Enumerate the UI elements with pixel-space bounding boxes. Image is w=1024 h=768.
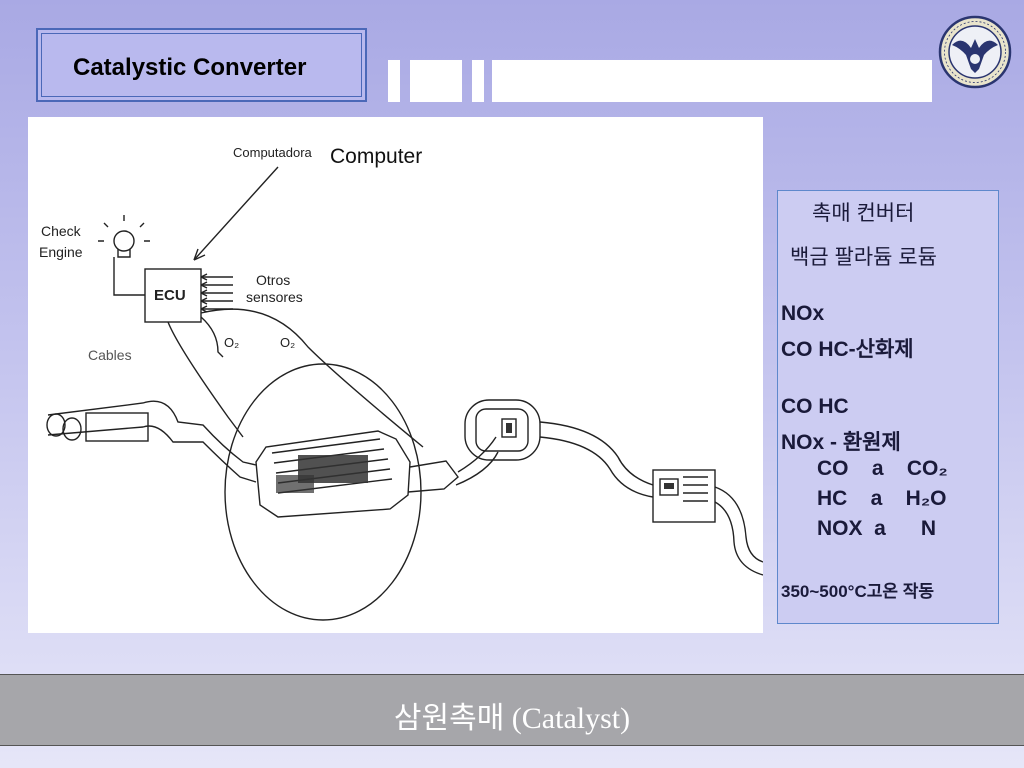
deco-bar-2: [410, 60, 462, 102]
catalytic-converter-diagram: Computadora Computer Check Engine ECU Ot…: [28, 117, 763, 633]
panel-line-co-hc: CO HC: [781, 395, 849, 418]
university-seal-icon: [938, 15, 1012, 89]
panel-line-temperature: 350~500°C고온 작동: [781, 582, 935, 601]
deco-bar-4: [492, 60, 932, 102]
panel-line-oxidizer: CO HC-산화제: [781, 338, 914, 361]
deco-bar-3: [472, 60, 484, 102]
panel-line-co-co2: CO a CO₂: [817, 457, 948, 480]
label-computer: Computer: [330, 145, 423, 168]
label-check: Check: [41, 223, 81, 239]
label-o2-left: O₂: [224, 335, 240, 350]
panel-line-nox-n: NOX a N: [817, 517, 937, 540]
computer-pointer-line: [193, 166, 279, 261]
deco-bar-1: [388, 60, 400, 102]
panel-line-metals: 백금 팔라듐 로듐: [790, 246, 937, 269]
slide-title: Catalystic Converter: [73, 54, 307, 81]
panel-line-nox: NOx: [781, 302, 825, 325]
label-ecu: ECU: [154, 287, 186, 304]
title-box: Catalystic Converter: [36, 28, 367, 102]
label-cables: Cables: [88, 347, 132, 363]
panel-line-catalytic-converter: 촉매 컨버터: [812, 202, 915, 225]
panel-line-reducer: NOx - 환원제: [781, 431, 901, 454]
diagram-drawing: [46, 166, 763, 621]
label-o2-right: O₂: [280, 335, 296, 350]
label-engine: Engine: [39, 244, 83, 260]
label-sensores: sensores: [246, 289, 303, 305]
label-computadora: Computadora: [233, 145, 312, 160]
footer-caption: 삼원촉매 (Catalyst): [393, 702, 631, 735]
panel-line-hc-h2o: HC a H₂O: [817, 487, 947, 510]
footer-bar: 삼원촉매 (Catalyst): [0, 674, 1024, 746]
label-otros: Otros: [256, 272, 291, 288]
title-box-inner-border: [41, 33, 362, 97]
info-panel: 촉매 컨버터 백금 팔라듐 로듐 NOx CO HC-산화제 CO HC NOx…: [777, 190, 999, 624]
